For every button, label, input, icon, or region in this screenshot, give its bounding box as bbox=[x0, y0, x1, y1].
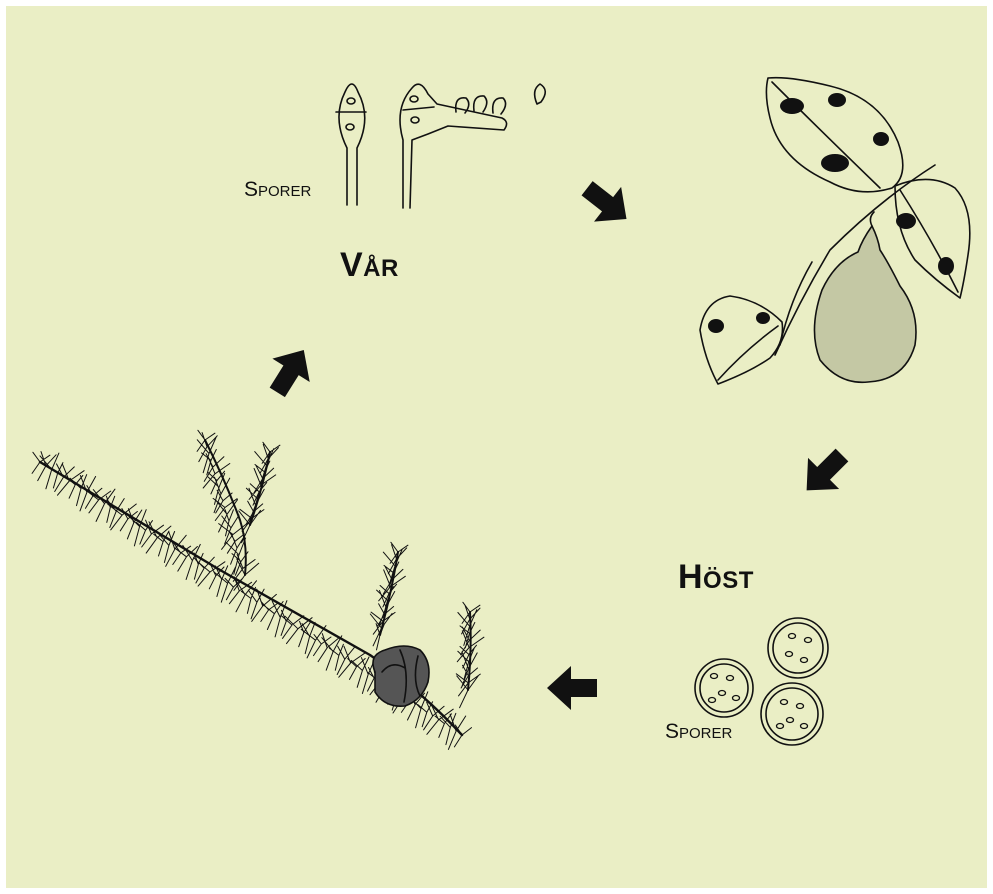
arrow-icon bbox=[574, 171, 640, 236]
season-label-autumn: Höst bbox=[678, 558, 754, 597]
spores-label-autumn: Sporer bbox=[665, 720, 732, 744]
arrow-icon bbox=[791, 439, 857, 505]
arrow-icon bbox=[259, 338, 323, 404]
juniper-branch-icon bbox=[32, 430, 484, 749]
season-label-spring: Vår bbox=[340, 246, 399, 285]
basidia-spores-icon bbox=[336, 84, 545, 208]
spores-label-spring: Sporer bbox=[244, 178, 311, 202]
arrow-icon bbox=[547, 666, 597, 710]
pear-leaves-icon bbox=[700, 78, 970, 384]
